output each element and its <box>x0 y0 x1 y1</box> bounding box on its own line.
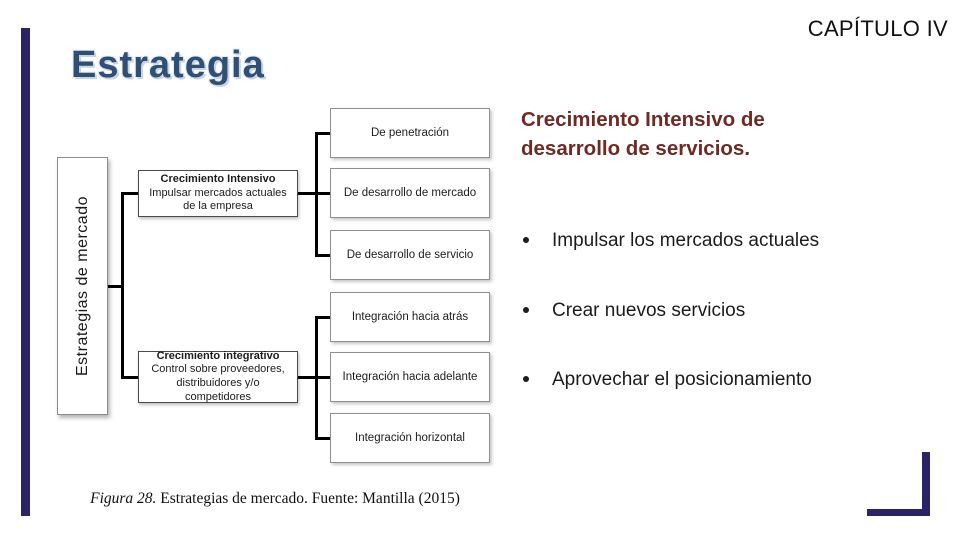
branch-subtitle: Control sobre proveedores, distribuidore… <box>151 363 285 403</box>
left-accent-bar <box>21 28 30 516</box>
connector-branch2-in <box>122 376 138 379</box>
bullet-item: Crear nuevos servicios <box>521 298 931 324</box>
connector-leaf1-stub <box>316 132 330 135</box>
figure-strategy-diagram: Estrategias de mercado Crecimiento Inten… <box>55 100 495 520</box>
corner-bracket-decoration <box>867 452 930 516</box>
diagram-root-label: Estrategias de mercado <box>73 196 91 376</box>
figure-caption-label: Figura 28. <box>90 490 157 507</box>
bullet-item: Impulsar los mercados actuales <box>521 228 931 254</box>
connector-leaf5-stub <box>316 376 330 379</box>
branch-title: Crecimiento Intensivo <box>160 172 276 185</box>
bullet-list: Impulsar los mercados actuales Crear nue… <box>521 228 931 437</box>
diagram-leaf-integracion-adelante: Integración hacia adelante <box>330 352 490 402</box>
connector-leaf4-stub <box>316 316 330 319</box>
slide-title: Estrategia <box>71 44 265 86</box>
connector-branch2-out <box>298 376 316 379</box>
diagram-branch-intensivo: Crecimiento Intensivo Impulsar mercados … <box>138 170 298 217</box>
branch-subtitle: Impulsar mercados actuales de la empresa <box>149 186 287 213</box>
branch-title: Crecimiento integrativo <box>156 349 280 362</box>
diagram-leaf-integracion-horizontal: Integración horizontal <box>330 413 490 463</box>
connector-root-horizontal <box>108 285 122 288</box>
figure-caption: Figura 28. Estrategias de mercado. Fuent… <box>55 490 495 508</box>
diagram-root-box: Estrategias de mercado <box>57 157 108 415</box>
diagram-leaf-desarrollo-mercado: De desarrollo de mercado <box>330 168 490 218</box>
chapter-label: CAPÍTULO IV <box>807 16 948 41</box>
connector-leaf6-stub <box>316 437 330 440</box>
figure-caption-text: Estrategias de mercado. Fuente: Mantilla… <box>156 490 460 507</box>
diagram-branch-integrativo: Crecimiento integrativo Control sobre pr… <box>138 349 298 403</box>
diagram-leaf-penetracion: De penetración <box>330 108 490 158</box>
bullet-item: Aprovechar el posicionamiento <box>521 367 931 393</box>
connector-branch1-in <box>122 192 138 195</box>
connector-leaf2-stub <box>316 192 330 195</box>
connector-leaf3-stub <box>316 254 330 257</box>
content-heading: Crecimiento Intensivo de desarrollo de s… <box>521 108 765 160</box>
diagram-leaf-integracion-atras: Integración hacia atrás <box>330 292 490 342</box>
connector-branch1-out <box>298 192 316 195</box>
connector-root-trunk <box>121 192 124 379</box>
diagram-leaf-desarrollo-servicio: De desarrollo de servicio <box>330 230 490 280</box>
